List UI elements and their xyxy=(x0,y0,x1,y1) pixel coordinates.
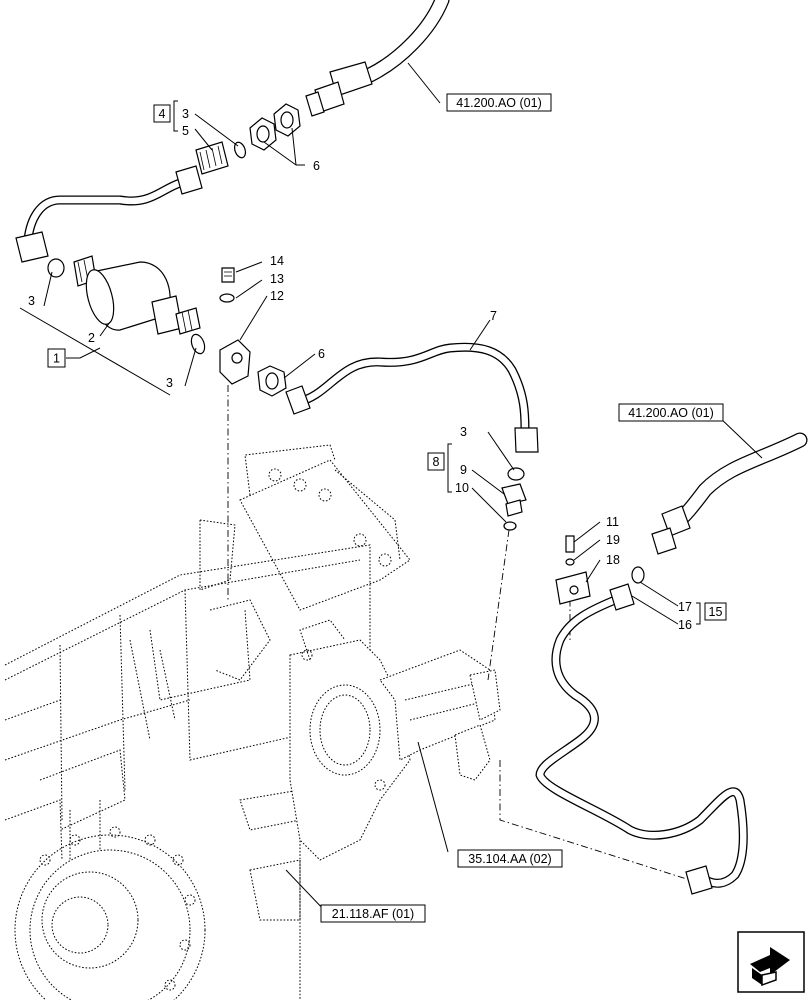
kit-1-label: 1 xyxy=(53,352,60,366)
callout-7: 7 xyxy=(490,309,497,323)
filter-cartridge xyxy=(47,255,206,355)
fitting-parts-kit-8 xyxy=(501,467,527,531)
callout-3-lower: 3 xyxy=(166,376,173,390)
pipe-7 xyxy=(285,342,539,453)
callout-6-mid: 6 xyxy=(318,347,325,361)
leader-lines xyxy=(19,62,763,913)
next-page-arrow-icon[interactable] xyxy=(737,931,805,993)
callout-13: 13 xyxy=(270,272,284,286)
hose-top xyxy=(305,0,450,117)
ref-hose-right[interactable]: 41.200.AO (01) xyxy=(618,403,724,422)
kit-box-8: 8 xyxy=(427,452,445,471)
callout-19: 19 xyxy=(606,533,620,547)
ref-hose-top-label: 41.200.AO (01) xyxy=(456,96,541,110)
pipe-upper xyxy=(15,141,229,263)
kit-box-1: 1 xyxy=(47,348,66,368)
callout-2: 2 xyxy=(88,331,95,345)
ref-housing-label: 21.118.AF (01) xyxy=(332,907,414,921)
callout-16: 16 xyxy=(678,618,692,632)
kit-box-4: 4 xyxy=(153,104,171,123)
callout-3-kit4: 3 xyxy=(182,107,189,121)
callout-6-top: 6 xyxy=(313,159,320,173)
callout-12: 12 xyxy=(270,289,284,303)
callout-17: 17 xyxy=(678,600,692,614)
ref-pump[interactable]: 35.104.AA (02) xyxy=(457,849,563,868)
transmission-housing xyxy=(4,444,411,1000)
callout-9: 9 xyxy=(460,463,467,477)
kit-4-label: 4 xyxy=(159,107,166,121)
callout-3-kit8: 3 xyxy=(460,425,467,439)
bracket-assembly xyxy=(219,267,287,397)
ref-hose-top[interactable]: 41.200.AO (01) xyxy=(446,93,552,112)
callout-5: 5 xyxy=(182,124,189,138)
hose-right xyxy=(631,432,808,584)
callout-10: 10 xyxy=(455,481,469,495)
callout-14: 14 xyxy=(270,254,284,268)
seal-rings-top xyxy=(233,103,301,159)
callout-18: 18 xyxy=(606,553,620,567)
callout-numbers: 3 5 6 3 2 3 14 13 12 6 7 3 9 10 11 19 18… xyxy=(28,107,692,632)
pipe-16 xyxy=(535,583,748,895)
clamp-assembly xyxy=(555,535,591,605)
ref-housing[interactable]: 21.118.AF (01) xyxy=(320,904,426,923)
alignment-lines xyxy=(227,385,691,881)
kit-15-label: 15 xyxy=(709,605,723,619)
callout-3-left: 3 xyxy=(28,294,35,308)
ref-pump-label: 35.104.AA (02) xyxy=(468,852,551,866)
ref-hose-right-label: 41.200.AO (01) xyxy=(628,406,713,420)
kit-box-15: 15 xyxy=(704,602,727,621)
kit-8-label: 8 xyxy=(433,455,440,469)
callout-11: 11 xyxy=(606,515,619,529)
hydraulic-pump xyxy=(289,619,501,861)
